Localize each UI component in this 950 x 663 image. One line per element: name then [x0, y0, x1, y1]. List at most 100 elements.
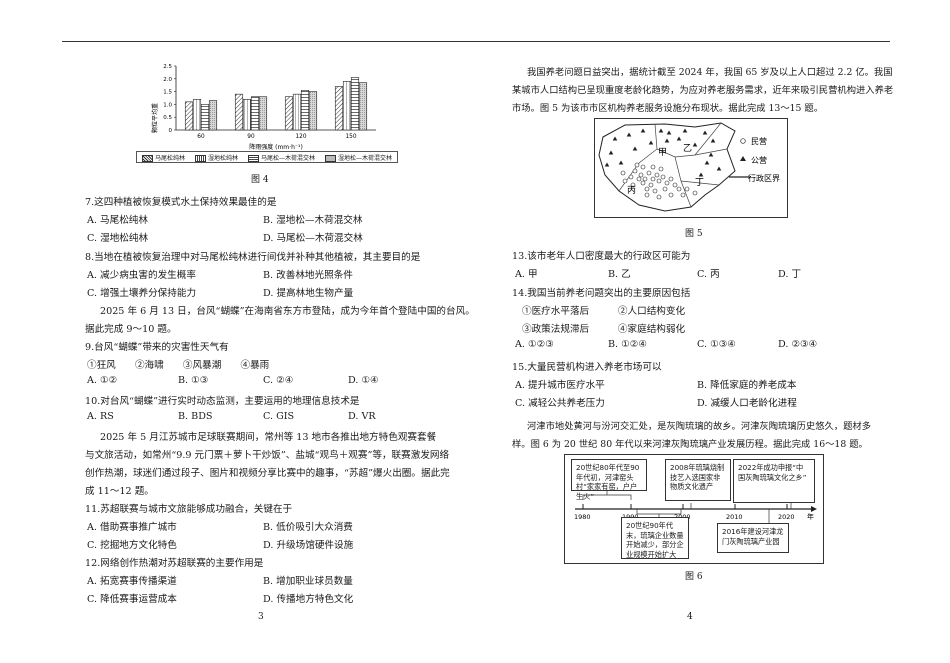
option-11c: C. 挖掘地方文化特色	[87, 540, 177, 551]
question-15: 15.大量民营机构进入养老市场可以	[512, 362, 662, 373]
public-facility-icon	[626, 132, 632, 137]
bar-60-2	[200, 104, 210, 131]
private-facility-icon	[676, 186, 682, 192]
passage-elderly-2: 某城市人口结构已呈现重度老龄化趋势，为应对养老服务需求，近年来吸引民营机构进入养…	[512, 85, 894, 96]
district-label-yi: 乙	[683, 143, 692, 154]
option-13b: B. 乙	[608, 269, 631, 280]
bar-90-2	[250, 96, 260, 131]
private-facility-icon	[628, 174, 634, 180]
timeline-arrow-icon	[811, 506, 817, 512]
bar-120-1	[292, 93, 302, 131]
option-7d: D. 马尾松—木荷混交林	[263, 233, 363, 244]
public-facility-icon	[676, 136, 682, 141]
private-facility-icon	[632, 168, 638, 174]
bar-120-3	[308, 91, 318, 131]
bracket-1980-1990	[582, 491, 632, 500]
private-facility-icon	[650, 164, 656, 170]
timeline-event-1990s: 20世纪90年代末，琉璃企业数量开始减少，部分企业规模开始扩大	[621, 517, 689, 559]
public-facility-icon	[666, 130, 672, 135]
option-15d: D. 减缓人口老龄化进程	[697, 398, 797, 409]
bar-150-2	[350, 77, 360, 131]
public-facility-icon	[704, 160, 710, 165]
private-facility-icon	[650, 176, 656, 182]
passage-suchao-3: 创作热潮，球迷们通过段子、图片和视频分享比赛中的趣事，“苏超”爆火出圈。据此完	[85, 468, 450, 479]
option-8d: D. 提高林地生物产量	[263, 288, 354, 299]
legend-item: 湿地松—木荷混交林	[325, 153, 392, 162]
private-facility-icon	[644, 186, 650, 192]
y-axis-label: 颗粒平均重	[151, 103, 159, 133]
y-tick-label: 0.5	[163, 115, 172, 121]
option-14d: D. ②③④	[778, 339, 818, 350]
option-10c: C. GIS	[263, 411, 295, 422]
district-boundary	[694, 148, 728, 156]
year-2010: 2010	[726, 513, 743, 521]
option-9a: A. ①②	[87, 375, 118, 386]
public-facility-icon	[608, 150, 614, 155]
option-9c: C. ②④	[263, 375, 294, 386]
private-facility-icon	[656, 194, 662, 200]
figure-5-map: 甲 乙 丙 丁 民营 公营 行政区界	[598, 122, 780, 212]
option-15b: B. 降低家庭的养老成本	[697, 380, 797, 391]
private-facility-icon	[640, 164, 646, 170]
option-10a: A. RS	[87, 411, 114, 422]
bar-120-0	[284, 96, 294, 131]
bar-150-3	[358, 82, 368, 131]
legend-item: 马尾松—木荷混交林	[248, 153, 315, 162]
public-facility-icon	[640, 128, 646, 133]
bar-60-3	[208, 100, 218, 131]
y-tick-label: 0	[169, 128, 173, 134]
axis-unit: 年	[807, 512, 814, 521]
bar-150-1	[342, 81, 352, 131]
public-facility-icon	[632, 146, 638, 151]
passage-suchao-1: 2025 年 5 月江苏城市足球联赛期间，常州等 13 地市各推出地方特色观赛套…	[100, 432, 437, 443]
passage-elderly-3: 市场。图 5 为该市市区机构养老服务设施分布现状。据此完成 13～15 题。	[512, 103, 824, 114]
x-tick-label: 150	[345, 134, 356, 140]
option-9b: B. ①③	[178, 375, 209, 386]
y-tick-label: 1.5	[163, 90, 172, 96]
private-facility-icon	[664, 180, 670, 186]
figure-4-legend: 马尾松纯林 湿地松纯林 马尾松—木荷混交林 湿地松—木荷混交林	[136, 151, 398, 163]
bar-90-1	[242, 98, 252, 131]
page-header-rule	[62, 41, 890, 42]
passage-typhoon-1: 2025 年 6 月 13 日，台风“蝴蝶”在海南省东方市登陆，成为今年首个登陆…	[100, 306, 475, 317]
x-axis-title: 降雨强度 (mm·h⁻¹)	[249, 143, 303, 151]
option-11d: D. 升级场馆硬件设施	[263, 540, 354, 551]
option-11b: B. 低价吸引大众消费	[263, 522, 353, 533]
figure-6: 1980 1990 2000 2010 2020 年 20世纪80年代至90年代…	[564, 454, 824, 564]
bar-60-0	[184, 101, 194, 131]
legend-boundary: 行政区界	[748, 173, 780, 183]
private-facility-icon	[662, 186, 668, 192]
passage-hejin-1: 河津市地处黄河与汾河交汇处，是灰陶琉璃的故乡。河津灰陶琉璃历史悠久，题材多	[527, 421, 871, 432]
y-tick-label: 2.0	[163, 77, 172, 83]
option-7b: B. 湿地松—木荷混交林	[263, 215, 363, 226]
question-12: 12.网络创作热潮对苏超联赛的主要作用是	[85, 558, 264, 569]
question-9: 9.台风“蝴蝶”带来的灾害性天气有	[85, 342, 229, 353]
option-12d: D. 传播地方特色文化	[263, 594, 354, 605]
option-12c: C. 降低赛事运营成本	[87, 594, 177, 605]
option-14a: A. ①②③	[515, 339, 554, 350]
option-14c: C. ①③④	[697, 339, 736, 350]
private-facility-icon	[668, 192, 674, 198]
passage-suchao-4: 成 11～12 题。	[85, 486, 154, 497]
option-9d: D. ①④	[348, 375, 379, 386]
private-facility-icon	[648, 182, 654, 188]
district-label-bing: 丙	[627, 185, 636, 196]
passage-elderly-1: 我国养老问题日益突出，据统计截至 2024 年，我国 65 岁及以上人口超过 2…	[527, 67, 893, 78]
option-15a: A. 提升城市医疗水平	[515, 380, 605, 391]
legend-triangle-icon	[740, 156, 746, 161]
private-facility-icon	[654, 172, 660, 178]
option-14b: B. ①②④	[608, 339, 647, 350]
private-facility-icon	[638, 172, 644, 178]
private-facility-icon	[640, 180, 646, 186]
bar-60-1	[192, 98, 202, 131]
option-15c: C. 减轻公共养老压力	[515, 398, 605, 409]
option-13c: C. 丙	[697, 269, 720, 280]
option-12a: A. 拓宽赛事传播渠道	[87, 576, 177, 587]
y-tick-label: 1.0	[163, 102, 172, 108]
public-facility-icon	[716, 166, 722, 171]
year-2020: 2020	[778, 513, 795, 521]
bracket-1990s	[636, 509, 682, 517]
question-13: 13.该市老年人口密度最大的行政区可能为	[512, 251, 691, 262]
public-facility-icon	[682, 128, 688, 133]
